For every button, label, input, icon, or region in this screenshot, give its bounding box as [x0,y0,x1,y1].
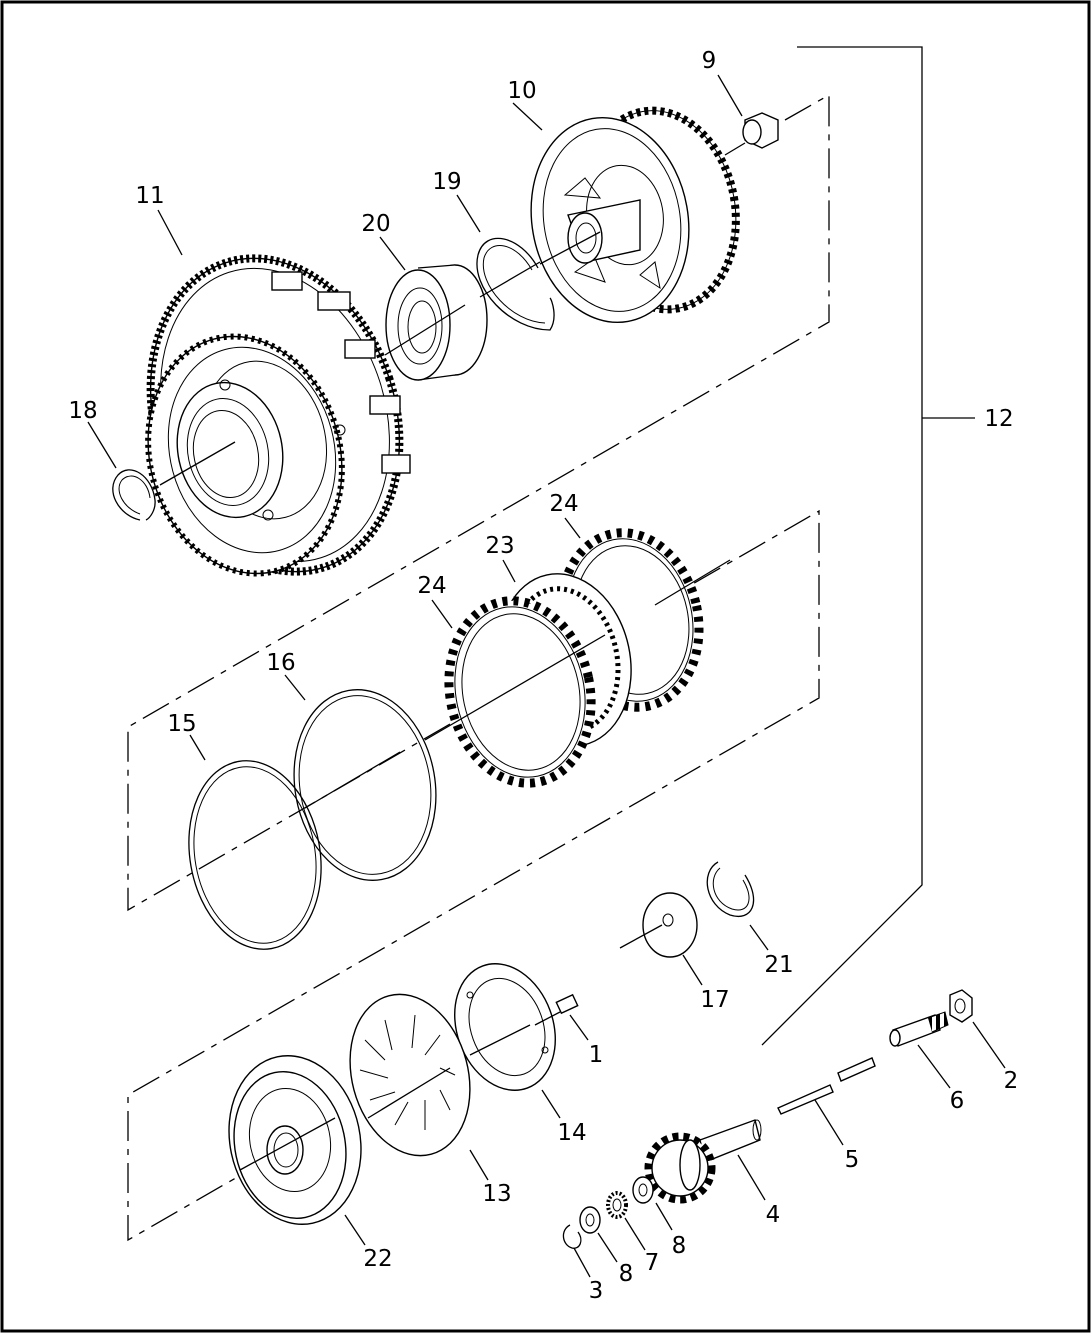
part-16-o-ring [293,689,437,881]
callout-19: 19 [432,169,461,195]
part-24-friction-plate-front [424,596,606,788]
callout-13: 13 [482,1181,511,1207]
callout-20: 20 [361,211,390,237]
callout-14: 14 [557,1120,586,1146]
part-9-nut [724,112,779,156]
part-8-washer-lower [579,1206,601,1234]
part-22-pressure-plate [228,1055,362,1225]
callout-21: 21 [764,952,793,978]
part-11-clutch-shell [145,254,411,577]
callout-8-upper: 8 [672,1233,687,1259]
callout-23: 23 [485,533,514,559]
callout-12: 12 [984,406,1013,432]
callout-7: 7 [645,1250,660,1276]
callout-18: 18 [68,398,97,424]
callout-9: 9 [702,48,717,74]
part-5-push-rod [777,1057,876,1115]
part-2-nut [949,989,973,1023]
part-4-release-ramp [644,1119,762,1204]
callout-1: 1 [589,1042,604,1068]
part-20-bearing [384,264,488,381]
callout-24-front: 24 [417,573,446,599]
callout-16: 16 [266,650,295,676]
part-8-washer-upper [632,1176,654,1204]
callout-15: 15 [167,711,196,737]
callout-8-lower: 8 [619,1261,634,1287]
part-18-retaining-ring [112,469,156,521]
callout-labels: 9 10 11 19 20 18 12 24 23 24 16 15 21 17… [68,48,1018,1304]
part-3-circlip [562,1224,582,1249]
callout-6: 6 [950,1088,965,1114]
part-17-pressure-plate-disc [619,892,698,958]
part-6-adjusting-screw [889,1011,949,1047]
part-19-snap-ring [476,237,555,331]
leader-lines [87,74,1006,1278]
callout-2: 2 [1004,1068,1019,1094]
callout-4: 4 [766,1202,781,1228]
callout-11: 11 [135,183,164,209]
callout-5: 5 [845,1147,860,1173]
part-1-screw [534,993,579,1026]
callout-24-rear: 24 [549,491,578,517]
callout-10: 10 [507,78,536,104]
callout-3: 3 [589,1278,604,1304]
part-21-snap-ring [706,861,755,918]
assembly-bracket-12 [761,46,975,1046]
part-13-diaphragm-spring [349,993,471,1157]
callout-22: 22 [363,1246,392,1272]
part-10-clutch-hub [530,106,740,324]
callout-17: 17 [700,987,729,1013]
part-7-thrust-bearing [606,1191,628,1219]
